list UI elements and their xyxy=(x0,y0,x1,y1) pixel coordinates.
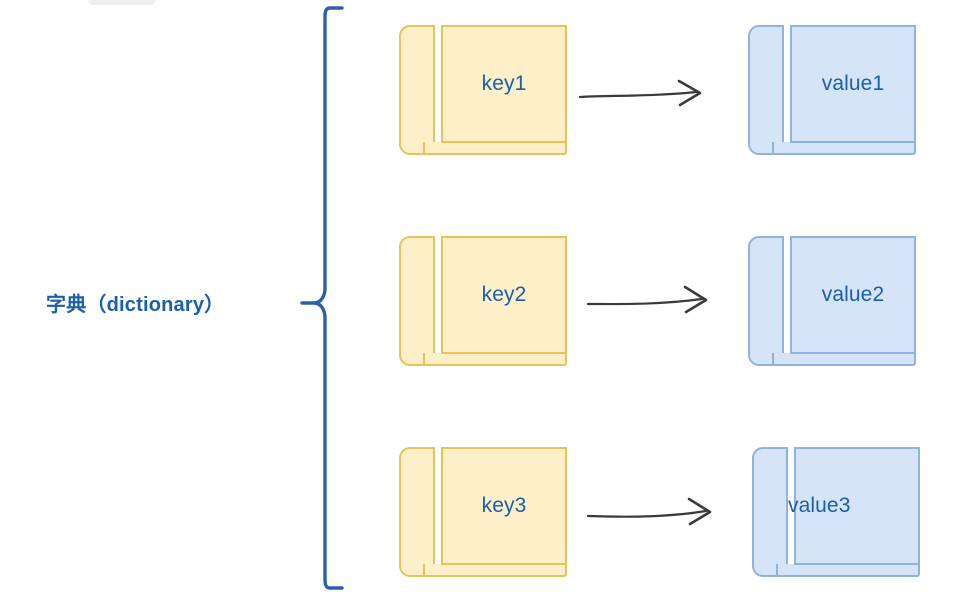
book-spine xyxy=(752,447,788,577)
book-foot xyxy=(423,142,567,155)
value-book-1[interactable]: value1 xyxy=(748,25,916,155)
key-panel: key1 xyxy=(441,25,567,143)
book-spine xyxy=(399,25,435,155)
key-label: key1 xyxy=(481,72,527,95)
maps-to-arrow-3 xyxy=(586,497,712,526)
key-label: key3 xyxy=(481,494,527,517)
book-spine xyxy=(748,25,784,155)
book-foot xyxy=(776,564,920,577)
book-spine xyxy=(399,447,435,577)
book-foot xyxy=(772,353,916,366)
dictionary-label: 字典（dictionary） xyxy=(46,294,225,316)
value-label: value3 xyxy=(788,494,851,517)
book-spine xyxy=(748,236,784,366)
value-panel: value2 xyxy=(790,236,916,354)
value-panel: value3 xyxy=(788,447,920,565)
key-book-3[interactable]: key3 xyxy=(399,447,567,577)
maps-to-arrow-1 xyxy=(578,79,702,107)
dictionary-brace xyxy=(300,6,344,590)
key-panel: key3 xyxy=(441,447,567,565)
value-book-3[interactable]: value3 xyxy=(752,447,920,577)
book-foot xyxy=(423,564,567,577)
value-panel: value1 xyxy=(790,25,916,143)
top-chrome-bar xyxy=(88,0,156,5)
value-label: value2 xyxy=(821,283,885,306)
maps-to-arrow-2 xyxy=(586,285,708,314)
book-spine xyxy=(399,236,435,366)
key-label: key2 xyxy=(481,283,527,306)
value-book-2[interactable]: value2 xyxy=(748,236,916,366)
key-panel: key2 xyxy=(441,236,567,354)
book-foot xyxy=(772,142,916,155)
key-book-1[interactable]: key1 xyxy=(399,25,567,155)
book-foot xyxy=(423,353,567,366)
value-label: value1 xyxy=(821,72,885,95)
key-book-2[interactable]: key2 xyxy=(399,236,567,366)
